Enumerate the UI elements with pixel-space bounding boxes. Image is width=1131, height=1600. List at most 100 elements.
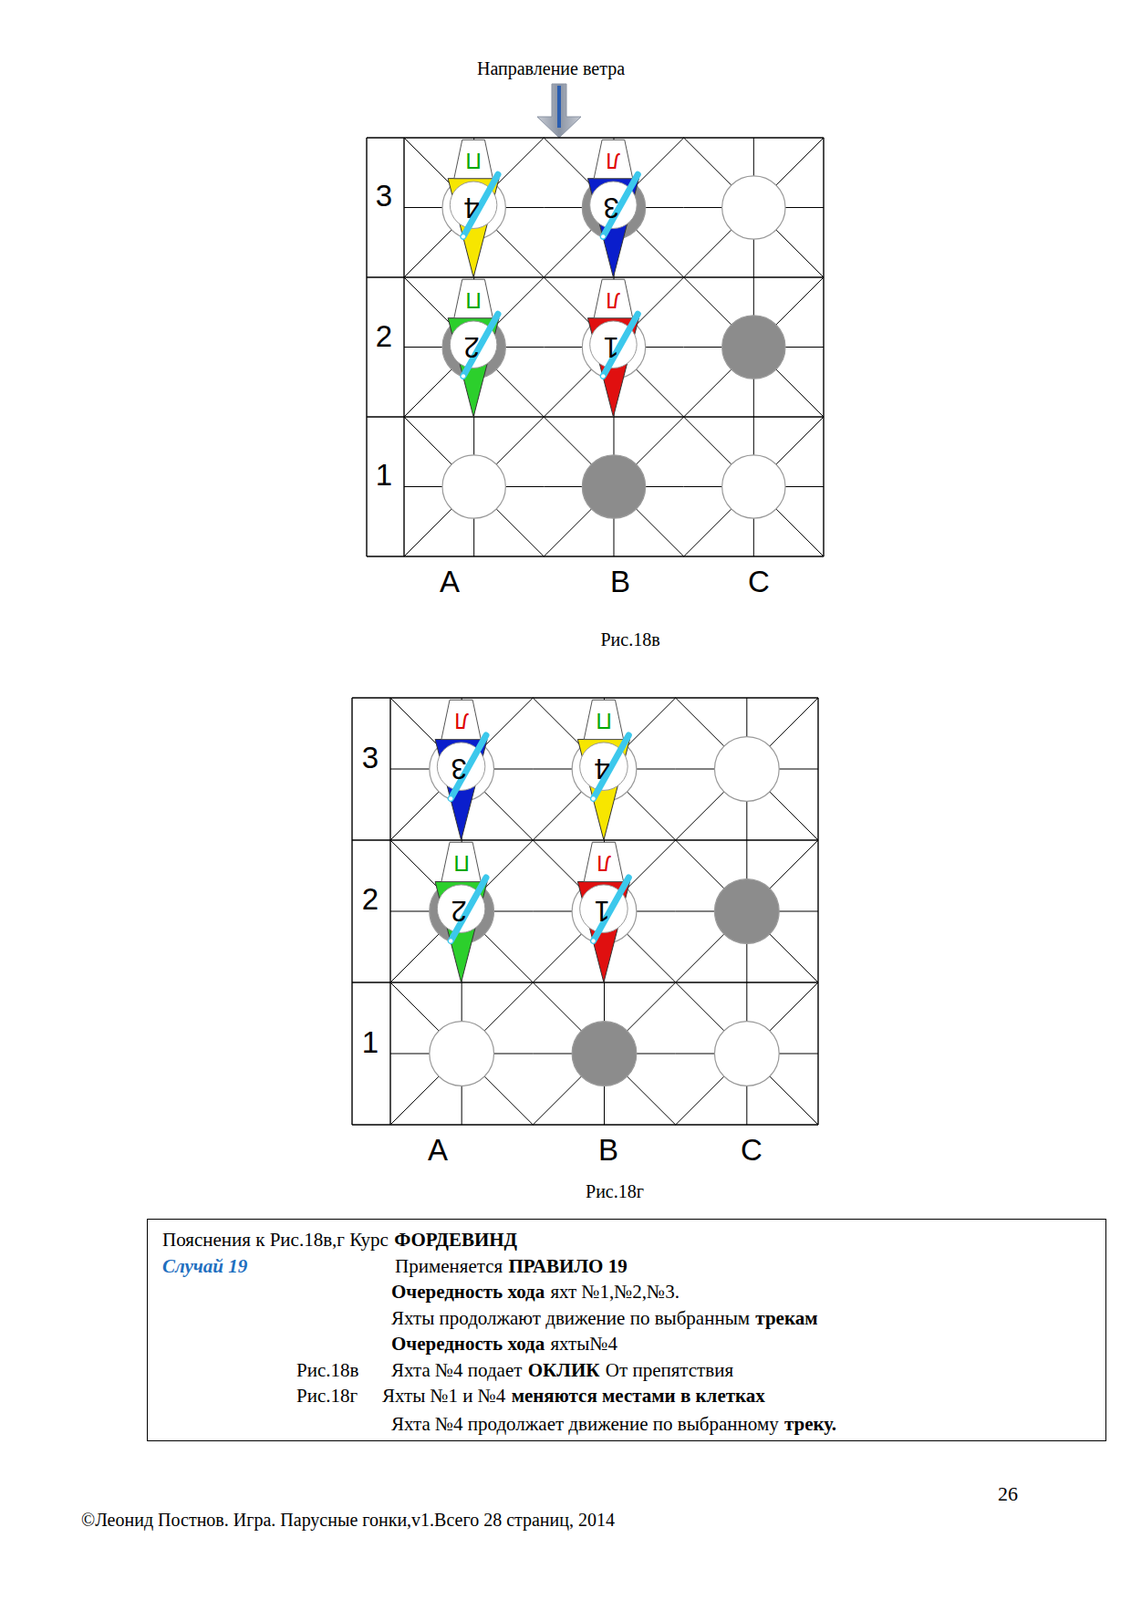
game-board bbox=[352, 697, 819, 1125]
column-letter: C bbox=[747, 565, 770, 599]
column-letter: A bbox=[439, 565, 460, 599]
figure-caption: Рис.18г bbox=[585, 1181, 644, 1202]
explanation-text: Яхта №4 продолжает движение по выбранном… bbox=[391, 1412, 779, 1435]
grid-line bbox=[543, 277, 684, 417]
board-frame bbox=[351, 697, 353, 1125]
grid-line bbox=[404, 416, 544, 557]
yacht bbox=[577, 699, 630, 841]
board-frame bbox=[365, 137, 367, 557]
explanation-text: Рис.18в bbox=[296, 1359, 359, 1381]
board-frame bbox=[366, 276, 824, 278]
grid-line bbox=[390, 697, 533, 841]
board-frame bbox=[352, 1123, 819, 1125]
row-number: 2 bbox=[362, 882, 379, 916]
cell-circle bbox=[571, 1021, 637, 1087]
explanation-text: Применяется bbox=[394, 1255, 503, 1277]
board-frame bbox=[366, 415, 824, 417]
yacht bbox=[587, 139, 639, 278]
row-number: 2 bbox=[375, 320, 393, 353]
yacht bbox=[435, 841, 488, 983]
grid-line bbox=[675, 840, 819, 983]
yacht-number: 2 bbox=[463, 331, 479, 363]
explanation-text: Яхты №1 и №4 bbox=[382, 1384, 506, 1407]
column-letter: A bbox=[427, 1133, 448, 1167]
case-heading: Случай 19 bbox=[162, 1255, 248, 1277]
grid-line bbox=[684, 416, 824, 557]
text-line: Рис.18г bbox=[296, 1383, 358, 1408]
yacht-number: 2 bbox=[451, 894, 467, 926]
row-number: 1 bbox=[362, 1026, 379, 1059]
yacht bbox=[435, 699, 488, 841]
text-line: Очередность ходаяхты№4 bbox=[391, 1331, 618, 1356]
yacht bbox=[447, 139, 499, 278]
grid-line bbox=[532, 982, 675, 1125]
text-line: Яхты продолжают движение по выбраннымтре… bbox=[391, 1306, 819, 1330]
tack-letter: Л bbox=[606, 147, 622, 172]
explanation-text: ФОРДЕВИНД bbox=[394, 1228, 518, 1251]
board-frame bbox=[352, 839, 819, 841]
board-frame bbox=[403, 137, 405, 557]
page-number: 26 bbox=[997, 1483, 1018, 1505]
grid-line bbox=[543, 416, 684, 557]
text-line: Пояснения к Рис.18в,г КурсФОРДЕВИНД bbox=[162, 1227, 518, 1252]
tack-letter: Л bbox=[596, 850, 612, 875]
explanation-text: Рис.18г bbox=[296, 1384, 358, 1407]
text-line: Очередность ходаяхт №1,№2,№3. bbox=[391, 1279, 680, 1304]
text-line: Яхты №1 и №4меняются местами в клетках bbox=[382, 1383, 766, 1408]
board-frame bbox=[366, 136, 824, 138]
grid-line bbox=[404, 137, 544, 278]
yacht bbox=[587, 279, 639, 417]
explanation-text: треку. bbox=[784, 1412, 837, 1435]
column-letter: C bbox=[740, 1133, 763, 1167]
grid-line bbox=[390, 840, 533, 983]
column-letter: B bbox=[610, 565, 631, 599]
explanation-text: трекам bbox=[755, 1307, 818, 1329]
yacht-number: 1 bbox=[593, 894, 610, 926]
grid-line bbox=[532, 697, 675, 841]
yacht-number: 3 bbox=[451, 752, 467, 784]
grid-line bbox=[532, 840, 675, 983]
grid-line bbox=[404, 137, 544, 278]
grid-line bbox=[404, 416, 544, 557]
cell-circle bbox=[714, 1021, 779, 1087]
grid-line bbox=[543, 137, 684, 278]
game-board bbox=[366, 137, 824, 557]
explanation-text: яхт №1,№2,№3. bbox=[549, 1280, 679, 1303]
grid-line bbox=[675, 982, 819, 1125]
text-line: Яхта №4 подаетОКЛИКОт препятствия bbox=[391, 1358, 734, 1382]
grid-line bbox=[404, 277, 544, 417]
grid-line bbox=[390, 982, 533, 1125]
yacht bbox=[577, 841, 630, 983]
column-letter: B bbox=[598, 1133, 619, 1167]
cell-circle bbox=[722, 176, 786, 239]
row-number: 3 bbox=[375, 179, 393, 213]
board-frame bbox=[822, 137, 824, 557]
cell-circle bbox=[429, 1021, 495, 1087]
grid-line bbox=[532, 697, 675, 841]
tack-letter: П bbox=[465, 147, 481, 172]
grid-line bbox=[684, 137, 824, 278]
board-frame bbox=[389, 697, 391, 1125]
explanation-text: Очередность хода bbox=[391, 1332, 545, 1355]
grid-line bbox=[390, 982, 533, 1125]
board-frame bbox=[352, 696, 819, 698]
tack-letter: П bbox=[465, 287, 481, 312]
grid-line bbox=[543, 277, 684, 417]
board-frame bbox=[366, 555, 824, 557]
grid-line bbox=[675, 982, 819, 1125]
grid-line bbox=[532, 840, 675, 983]
cell-circle bbox=[442, 455, 506, 519]
explanation-box: Пояснения к Рис.18в,г КурсФОРДЕВИНД Случа… bbox=[146, 1218, 1107, 1442]
yacht-number: 3 bbox=[603, 191, 620, 223]
explanation-text: Яхты продолжают движение по выбранным bbox=[391, 1307, 750, 1329]
cell-circle bbox=[581, 455, 645, 519]
grid-line bbox=[543, 137, 684, 278]
grid-line bbox=[684, 277, 824, 417]
yacht-number: 4 bbox=[593, 752, 610, 784]
grid-line bbox=[404, 277, 544, 417]
explanation-text: ПРАВИЛО 19 bbox=[508, 1255, 627, 1277]
grid-line bbox=[390, 697, 533, 841]
tack-letter: П bbox=[595, 708, 612, 733]
tack-letter: Л bbox=[606, 287, 622, 312]
grid-line bbox=[675, 840, 819, 983]
